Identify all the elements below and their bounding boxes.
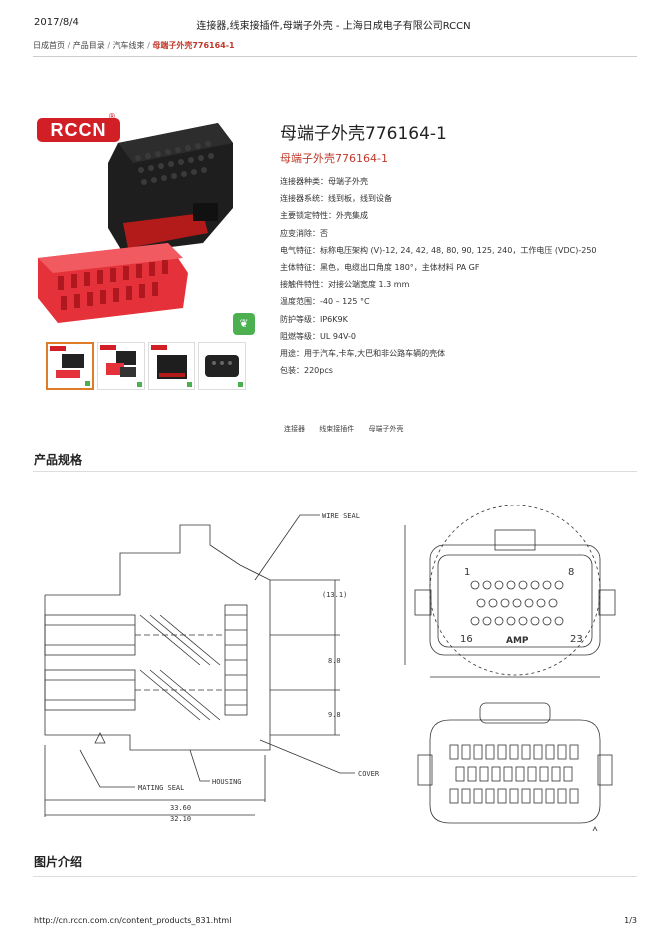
- technical-drawing: WIRE SEAL (13.1) 8.0 9.8 MATING SEAL HOU…: [40, 504, 640, 838]
- product-title: 母端子外壳776164-1: [280, 124, 447, 144]
- spec-temperature: 温度范围：-40 – 125 °C: [280, 297, 370, 307]
- red-seal-illustration: [38, 243, 188, 323]
- product-main-image: [33, 108, 265, 340]
- dim-33-60: 33.60: [170, 804, 191, 812]
- amp-mark: AMP: [506, 636, 529, 646]
- label-mating-seal: MATING SEAL: [138, 784, 184, 792]
- breadcrumb: 日成首页 / 产品目录 / 汽车线束 / 母端子外壳776164-1: [33, 41, 235, 50]
- pin-label-1: 1: [464, 567, 470, 578]
- spec-strain-relief: 应变消除：否: [280, 228, 328, 238]
- rccn-logo: RCCN: [37, 118, 120, 142]
- document-title: 连接器,线束接插件,母端子外壳 - 上海日成电子有限公司RCCN: [196, 21, 471, 32]
- pin-label-8: 8: [568, 567, 574, 578]
- breadcrumb-home[interactable]: 日成首页: [33, 41, 65, 50]
- dim-9-8: 9.8: [328, 711, 341, 719]
- registered-mark: ®: [108, 112, 116, 121]
- breadcrumb-divider: [33, 56, 637, 57]
- breadcrumb-current: 母端子外壳776164-1: [152, 41, 235, 50]
- label-wire-seal: WIRE SEAL: [322, 512, 360, 520]
- thumbnail-3[interactable]: [147, 342, 196, 390]
- dim-32-10: 32.10: [170, 815, 191, 823]
- thumbnail-1[interactable]: [46, 342, 94, 390]
- thumbnail-4[interactable]: [198, 342, 247, 390]
- spec-body: 主体特征：黑色，电缆出口角度 180°，主体材料 PA GF: [280, 263, 480, 273]
- pin-label-23: 23: [570, 634, 583, 645]
- dim-13-1: (13.1): [322, 591, 347, 599]
- breadcrumb-catalog[interactable]: 产品目录: [72, 41, 105, 50]
- thumbnail-strip: [46, 342, 247, 390]
- spec-packaging: 包装：220pcs: [280, 366, 333, 376]
- black-housing-illustration: [108, 123, 233, 253]
- section-divider: [33, 471, 637, 472]
- dim-8-0: 8.0: [328, 657, 341, 665]
- spec-usage: 用途：用于汽车,卡车,大巴和非公路车辆的壳体: [280, 349, 446, 359]
- spec-connector-system: 连接器系统：线到板，线到设备: [280, 194, 392, 204]
- spec-contact: 接触件特性：对接公端宽度 1.3 mm: [280, 280, 410, 290]
- spec-list: 连接器种类：母端子外壳 连接器系统：线到板，线到设备 主要锁定特性：外壳集成 应…: [280, 173, 597, 379]
- tag-item[interactable]: 线束接插件: [319, 425, 355, 433]
- print-date: 2017/8/4: [34, 17, 79, 28]
- spec-electrical: 电气特征：标称电压架构 (V)-12, 24, 42, 48, 80, 90, …: [280, 245, 597, 255]
- breadcrumb-category[interactable]: 汽车线束: [112, 41, 145, 50]
- section-heading-intro: 图片介绍: [34, 855, 83, 869]
- pin-label-16: 16: [460, 634, 473, 645]
- tag-list: 连接器 线束接插件 母端子外壳: [284, 424, 415, 434]
- label-housing: HOUSING: [212, 778, 242, 786]
- spec-locking: 主要锁定特性：外壳集成: [280, 211, 368, 221]
- label-cover: COVER: [358, 770, 380, 778]
- spec-connector-type: 连接器种类：母端子外壳: [280, 177, 368, 186]
- section-divider: [33, 876, 637, 877]
- thumbnail-2[interactable]: [96, 342, 145, 390]
- tag-item[interactable]: 连接器: [284, 425, 305, 433]
- spec-protection: 防护等级：IP6K9K: [280, 314, 348, 324]
- section-heading-spec: 产品规格: [34, 453, 83, 467]
- tag-item[interactable]: 母端子外壳: [368, 425, 404, 433]
- product-subtitle: 母端子外壳776164-1: [280, 152, 388, 165]
- eco-leaf-icon: ❦: [233, 313, 255, 335]
- page-number: 1/3: [624, 916, 637, 925]
- footer-url: http://cn.rccn.com.cn/content_products_8…: [34, 916, 232, 925]
- spec-flammability: 阻燃等级：UL 94V-0: [280, 331, 357, 341]
